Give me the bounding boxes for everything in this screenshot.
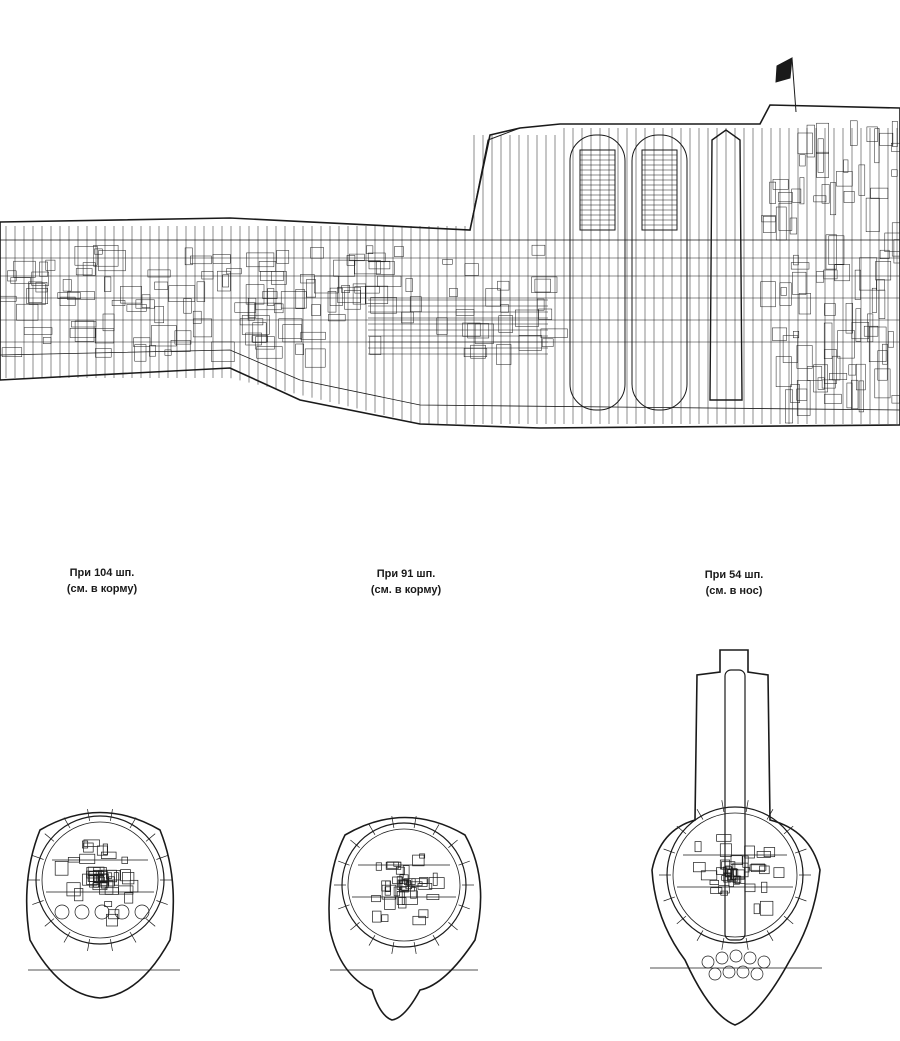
hull-outline bbox=[0, 104, 900, 429]
section-label-line2: (см. в нос) bbox=[705, 585, 763, 597]
longitudinal-section bbox=[0, 57, 900, 429]
section-label-91: При 91 шп. (см. в корму) bbox=[336, 566, 476, 598]
sail bbox=[469, 127, 521, 231]
section-label-line2: (см. в корму) bbox=[370, 584, 442, 596]
section-label-line1: При 91 шп. bbox=[376, 568, 436, 580]
cross-section-54 bbox=[650, 649, 822, 1026]
section-label-line2: (см. в корму) bbox=[66, 583, 138, 595]
cross-section-104 bbox=[25, 809, 180, 999]
profile-hatching bbox=[0, 120, 900, 424]
cross-section-91 bbox=[328, 816, 482, 1021]
flag bbox=[775, 57, 797, 113]
missile-tubes bbox=[569, 129, 743, 411]
section-label-line1: При 104 шп. bbox=[69, 567, 135, 579]
section-label-line1: При 54 шп. bbox=[704, 569, 764, 581]
keel-line bbox=[0, 349, 900, 411]
section-label-104: При 104 шп. (см. в корму) bbox=[32, 565, 172, 597]
section-label-54: При 54 шп. (см. в нос) bbox=[664, 567, 804, 599]
